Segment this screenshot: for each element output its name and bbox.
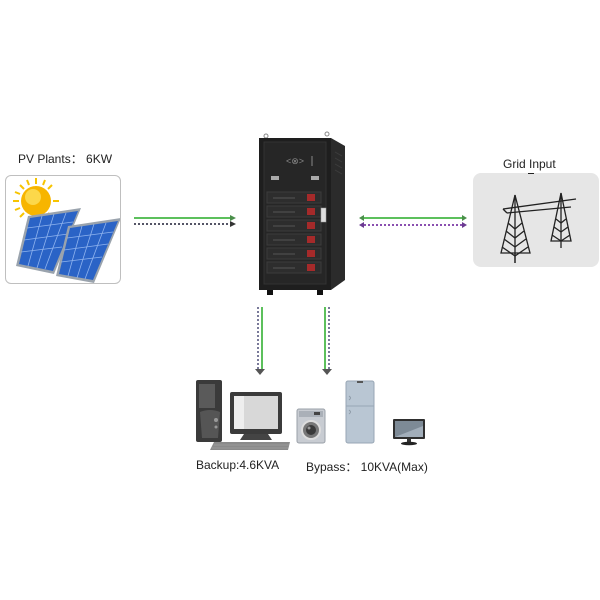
svg-text:<⊗>: <⊗> bbox=[286, 156, 304, 166]
module-indicator bbox=[307, 250, 315, 257]
arrowhead-icon bbox=[230, 221, 236, 227]
pv-to-cabinet-arrow bbox=[134, 215, 236, 227]
arrowhead-icon bbox=[230, 215, 236, 221]
arrowhead-icon bbox=[322, 369, 332, 375]
backup-label: Backup:4.6KVA bbox=[196, 458, 280, 472]
module-indicator bbox=[307, 264, 315, 271]
module-indicator bbox=[307, 236, 315, 243]
pv-plants-label: PV Plants： 6KW bbox=[18, 152, 113, 166]
transmission-tower-icon bbox=[500, 173, 577, 263]
arrowhead-icon bbox=[462, 215, 467, 221]
cabinet-to-bypass-arrow bbox=[322, 307, 332, 375]
solar-panel-icon bbox=[13, 178, 120, 283]
arrowhead-icon bbox=[462, 222, 467, 228]
bypass-label: Bypass： 10KVA(Max) bbox=[306, 460, 428, 474]
grid-input-marker bbox=[528, 173, 534, 174]
refrigerator-icon bbox=[345, 380, 375, 444]
cabinet-grid-arrow bbox=[359, 215, 467, 228]
washing-machine-icon bbox=[296, 408, 326, 444]
arrowhead-icon bbox=[255, 369, 265, 375]
computer-icon bbox=[196, 380, 290, 450]
battery-cabinet-node: <⊗> bbox=[255, 128, 355, 296]
grid-input-node bbox=[473, 173, 599, 267]
battery-cabinet-icon: <⊗> bbox=[259, 131, 345, 295]
cabinet-to-backup-arrow bbox=[255, 307, 265, 375]
module-indicator bbox=[307, 208, 315, 215]
pv-plants-node bbox=[5, 175, 121, 284]
module-indicator bbox=[307, 194, 315, 201]
module-indicator bbox=[307, 222, 315, 229]
arrowhead-icon bbox=[359, 222, 364, 228]
tv-icon bbox=[393, 419, 425, 446]
grid-input-label: Grid Input bbox=[503, 157, 556, 171]
arrowhead-icon bbox=[359, 215, 364, 221]
